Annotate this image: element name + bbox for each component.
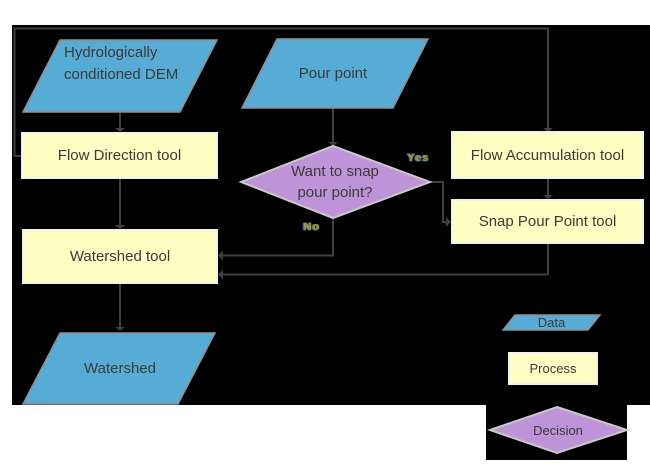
- legend-decision-label: Decision: [533, 422, 583, 438]
- node-dem-label: Hydrologically conditioned DEM: [64, 44, 179, 83]
- node-flow-direction-shape: [21, 132, 218, 179]
- edge-snap-pour-point-to-watershed-tool: [218, 243, 549, 280]
- edge-flow-direction-to-flow-accumulation: [13, 27, 553, 157]
- node-flow-direction-label: Flow Direction tool: [57, 147, 182, 164]
- edge-dem-to-flow-direction: [115, 112, 125, 132]
- legend-decision-shape: [486, 405, 631, 455]
- node-snap-pour-point-label: Snap Pour Point tool: [478, 213, 617, 230]
- legend-data-label: Data: [537, 315, 566, 330]
- node-pour-point-label: Pour point: [298, 65, 368, 82]
- edge-flow-accumulation-to-snap-pour-point: [543, 178, 553, 199]
- edge-yes-label: Yes: [407, 152, 429, 164]
- node-pour-point-shape: [240, 38, 430, 109]
- node-flow-accumulation-shape: [451, 131, 644, 179]
- node-dem-shape: [21, 39, 219, 113]
- legend-process-label: Process: [529, 361, 577, 376]
- legend-data-shape: [501, 314, 602, 331]
- node-decision-shape: [238, 144, 433, 220]
- edge-pour-point-to-decision: [328, 108, 338, 146]
- edge-group: [13, 27, 553, 331]
- edge-decision-no-to-watershed-tool: [218, 218, 334, 261]
- node-watershed-tool-label: Watershed tool: [69, 248, 171, 265]
- node-watershed-shape: [21, 332, 217, 405]
- edge-no-label: No: [303, 221, 320, 233]
- edge-watershed-tool-to-watershed: [115, 283, 125, 331]
- node-decision-label: Want to snap pour point?: [291, 163, 379, 201]
- edge-flow-direction-to-watershed-tool: [115, 178, 125, 229]
- legend-process-shape: [508, 352, 598, 385]
- node-flow-accumulation-label: Flow Accumulation tool: [470, 146, 625, 164]
- node-watershed-label: Watershed: [84, 360, 156, 377]
- node-snap-pour-point-shape: [451, 199, 644, 244]
- node-watershed-tool-shape: [22, 229, 218, 284]
- edge-decision-yes-to-snap-pour-point: [430, 181, 451, 227]
